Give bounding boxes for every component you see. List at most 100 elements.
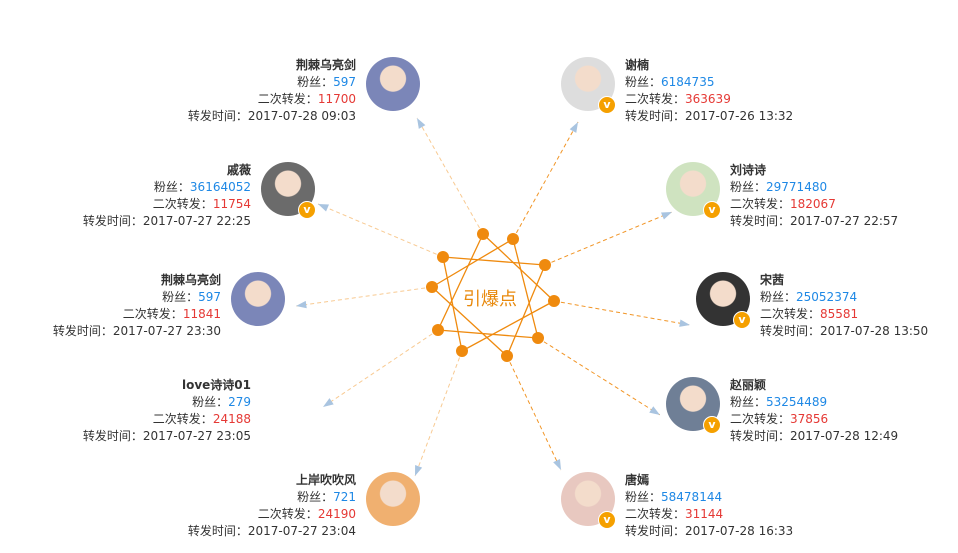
center-label: 引爆点 xyxy=(463,289,517,310)
hub-node xyxy=(539,259,551,271)
repost-count: 363639 xyxy=(685,92,731,106)
time-label: 转发时间： xyxy=(730,429,791,443)
user-name[interactable]: 荆棘乌亮剑 xyxy=(295,58,356,72)
user-name[interactable]: 赵丽颖 xyxy=(730,378,767,392)
verified-icon: v xyxy=(598,511,616,529)
repost-time: 2017-07-27 23:05 xyxy=(142,429,251,443)
fans-row: 粉丝：29771480 xyxy=(730,179,898,196)
repost-row: 二次转发：31144 xyxy=(625,506,793,523)
time-row: 转发时间：2017-07-27 22:57 xyxy=(730,213,898,230)
avatar[interactable] xyxy=(261,377,315,431)
repost-label: 二次转发： xyxy=(730,197,791,211)
user-name[interactable]: 谢楠 xyxy=(625,58,650,72)
user-info: 赵丽颖 粉丝：53254489 二次转发：37856 转发时间：2017-07-… xyxy=(730,377,898,445)
verified-icon: v xyxy=(703,201,721,219)
time-label: 转发时间： xyxy=(625,524,686,538)
repost-row: 二次转发：182067 xyxy=(730,196,898,213)
repost-count: 11754 xyxy=(212,197,251,211)
verified-icon: v xyxy=(598,96,616,114)
repost-count: 182067 xyxy=(790,197,836,211)
time-label: 转发时间： xyxy=(187,524,248,538)
repost-row: 二次转发：24190 xyxy=(188,506,356,523)
hub-node xyxy=(507,233,519,245)
time-row: 转发时间：2017-07-28 09:03 xyxy=(188,108,356,125)
fans-label: 粉丝： xyxy=(730,395,767,409)
hub-node xyxy=(477,228,489,240)
repost-count: 24190 xyxy=(317,507,356,521)
hub-edge xyxy=(461,300,555,352)
user-name[interactable]: 唐嫣 xyxy=(625,473,650,487)
fans-label: 粉丝： xyxy=(153,180,190,194)
user-name[interactable]: 上岸吹吹风 xyxy=(295,473,356,487)
user-info: 宋茜 粉丝：25052374 二次转发：85581 转发时间：2017-07-2… xyxy=(760,272,928,340)
repost-label: 二次转发： xyxy=(152,412,213,426)
time-label: 转发时间： xyxy=(82,214,143,228)
repost-count: 85581 xyxy=(820,307,859,321)
hub-node xyxy=(501,350,513,362)
avatar[interactable] xyxy=(366,472,420,526)
hub-node xyxy=(426,281,438,293)
time-row: 转发时间：2017-07-28 12:49 xyxy=(730,428,898,445)
avatar[interactable] xyxy=(366,57,420,111)
user-info: 荆棘乌亮剑 粉丝：597 二次转发：11841 转发时间：2017-07-27 … xyxy=(53,272,221,340)
user-name[interactable]: 宋茜 xyxy=(760,273,785,287)
arrow-icon xyxy=(649,406,660,415)
fans-row: 粉丝：25052374 xyxy=(760,289,928,306)
time-row: 转发时间：2017-07-27 23:04 xyxy=(188,523,356,540)
user-info: 刘诗诗 粉丝：29771480 二次转发：182067 转发时间：2017-07… xyxy=(730,162,898,230)
hub-node xyxy=(456,345,468,357)
user-info: 荆棘乌亮剑 粉丝：597 二次转发：11700 转发时间：2017-07-28 … xyxy=(188,57,356,125)
user-name[interactable]: love诗诗01 xyxy=(181,378,251,392)
user-info: 唐嫣 粉丝：58478144 二次转发：31144 转发时间：2017-07-2… xyxy=(625,472,793,540)
fans-row: 粉丝：721 xyxy=(188,489,356,506)
repost-row: 二次转发：11700 xyxy=(188,91,356,108)
repost-time: 2017-07-26 13:32 xyxy=(685,109,794,123)
repost-count: 24188 xyxy=(212,412,251,426)
fans-count: 279 xyxy=(228,395,251,409)
repost-label: 二次转发： xyxy=(152,197,213,211)
repost-row: 二次转发：11754 xyxy=(83,196,251,213)
repost-row: 二次转发：363639 xyxy=(625,91,793,108)
repost-label: 二次转发： xyxy=(625,92,686,106)
repost-time: 2017-07-27 22:25 xyxy=(142,214,251,228)
fans-label: 粉丝： xyxy=(162,290,199,304)
fans-label: 粉丝： xyxy=(297,75,334,89)
repost-time: 2017-07-27 23:04 xyxy=(247,524,356,538)
user-name[interactable]: 刘诗诗 xyxy=(730,163,767,177)
arrow-icon xyxy=(323,398,334,407)
repost-edge xyxy=(506,355,562,471)
repost-label: 二次转发： xyxy=(730,412,791,426)
repost-label: 二次转发： xyxy=(257,507,318,521)
user-name[interactable]: 戚薇 xyxy=(226,163,251,177)
time-label: 转发时间： xyxy=(625,109,686,123)
repost-edge xyxy=(317,203,444,258)
repost-row: 二次转发：24188 xyxy=(83,411,251,428)
fans-row: 粉丝：36164052 xyxy=(83,179,251,196)
time-row: 转发时间：2017-07-26 13:32 xyxy=(625,108,793,125)
user-info: 谢楠 粉丝：6184735 二次转发：363639 转发时间：2017-07-2… xyxy=(625,57,793,125)
hub-edge xyxy=(506,264,546,357)
fans-row: 粉丝：53254489 xyxy=(730,394,898,411)
repost-count: 11700 xyxy=(317,92,356,106)
arrow-icon xyxy=(679,319,690,327)
time-label: 转发时间： xyxy=(730,214,791,228)
repost-time: 2017-07-27 23:30 xyxy=(112,324,221,338)
fans-count: 597 xyxy=(198,290,221,304)
avatar[interactable] xyxy=(231,272,285,326)
repost-edge xyxy=(295,286,433,307)
fans-row: 粉丝：597 xyxy=(188,74,356,91)
fans-label: 粉丝： xyxy=(297,490,334,504)
repost-row: 二次转发：37856 xyxy=(730,411,898,428)
fans-count: 53254489 xyxy=(766,395,828,409)
repost-row: 二次转发：85581 xyxy=(760,306,928,323)
time-row: 转发时间：2017-07-27 22:25 xyxy=(83,213,251,230)
user-name[interactable]: 荆棘乌亮剑 xyxy=(160,273,221,287)
hub-edge xyxy=(431,238,514,288)
fans-row: 粉丝：6184735 xyxy=(625,74,793,91)
repost-count: 11841 xyxy=(182,307,221,321)
repost-edge xyxy=(537,337,661,416)
fans-row: 粉丝：279 xyxy=(83,394,251,411)
fans-label: 粉丝： xyxy=(730,180,767,194)
arrow-icon xyxy=(661,212,672,220)
